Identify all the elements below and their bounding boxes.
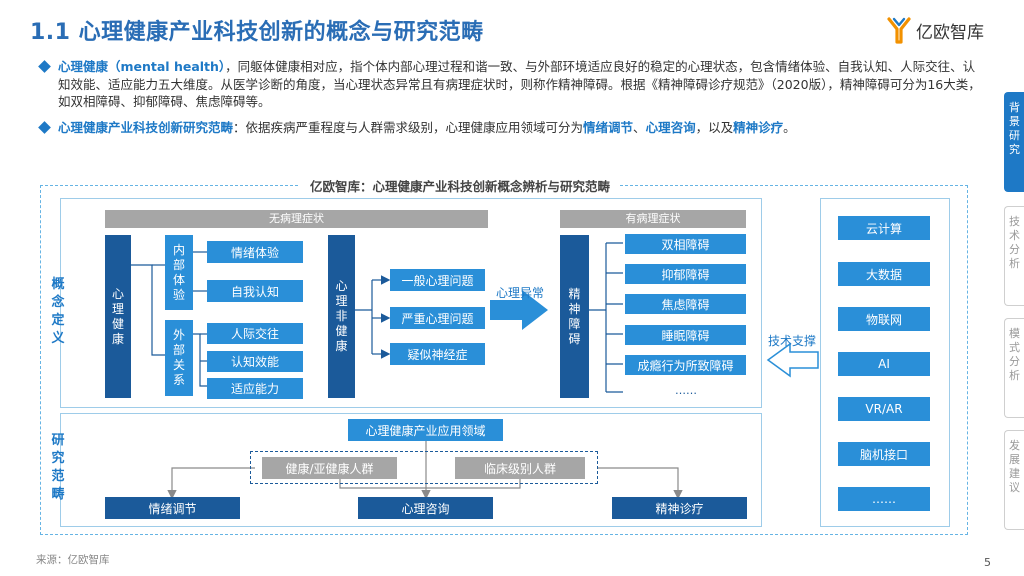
side-tab-technology[interactable]: 技术分析 (1004, 206, 1024, 306)
bullet-end: 。 (783, 119, 796, 135)
logo-text: 亿欧智库 (916, 22, 984, 43)
logo: 亿欧智库 (886, 14, 984, 46)
no-pathology-bar: 无病理症状 (105, 210, 488, 228)
yiou-logo-icon (886, 15, 912, 45)
internal-experience-box: 内部体验 (165, 235, 193, 310)
tech-support-label: 技术支撑 (768, 334, 817, 348)
bullet-highlight-emotion: 情绪调节 (583, 119, 634, 135)
tech-vr-ar: VR/AR (838, 397, 930, 421)
problem-general: 一般心理问题 (390, 269, 485, 291)
bullet-highlight: 心理健康产业科技创新研究范畴 (58, 119, 234, 135)
disorder-more: …… (675, 384, 697, 397)
bullet-highlight-counseling: 心理咨询 (645, 119, 696, 135)
problem-neurosis: 疑似神经症 (390, 343, 485, 365)
pathology-bar: 有病理症状 (560, 210, 746, 228)
side-tab-label: 技术分析 (1009, 215, 1020, 270)
tech-more: …… (838, 487, 930, 511)
side-tab-label: 模式分析 (1009, 327, 1020, 382)
bullet-text: ：依据疾病严重程度与人群需求级别，心理健康应用领域可分为 (233, 119, 584, 135)
external-relation-box: 外部关系 (165, 320, 193, 396)
bullet-sep: ，以及 (695, 119, 734, 135)
side-tab-suggestion[interactable]: 发展建议 (1004, 430, 1024, 530)
diamond-bullet-icon (38, 60, 51, 73)
app-counseling: 心理咨询 (358, 497, 493, 519)
disorder-box: 精神障碍 (560, 235, 589, 398)
non-health-box: 心理非健康 (328, 235, 355, 398)
dimension-cognitive-efficacy: 认知效能 (207, 351, 303, 372)
dimension-interpersonal: 人际交往 (207, 323, 303, 344)
diagram-title: 亿欧智库：心理健康产业科技创新概念辨析与研究范畴 (300, 176, 621, 195)
disorder-sleep: 睡眠障碍 (625, 325, 746, 345)
side-tab-label: 发展建议 (1009, 439, 1020, 494)
bullet-research-scope: 心理健康产业科技创新研究范畴：依据疾病严重程度与人群需求级别，心理健康应用领域可… (36, 119, 986, 137)
population-dashbox (250, 451, 598, 484)
disorder-addiction: 成瘾行为所致障碍 (625, 355, 746, 375)
disorder-depressive: 抑郁障碍 (625, 264, 746, 284)
tech-bci: 脑机接口 (838, 442, 930, 466)
dimension-adaptability: 适应能力 (207, 378, 303, 399)
tech-ai: AI (838, 352, 930, 376)
group-clinical: 临床级别人群 (455, 457, 585, 479)
bullet-mental-health: 心理健康（mental health），同躯体健康相对应，指个体内部心理过程和谐… (36, 58, 986, 111)
concept-label: 概念定义 (51, 277, 65, 346)
scope-label: 研究范畴 (51, 433, 65, 502)
tech-iot: 物联网 (838, 307, 930, 331)
side-tab-model[interactable]: 模式分析 (1004, 318, 1024, 418)
abnormal-label: 心理异常 (496, 286, 545, 300)
dimension-emotion: 情绪体验 (207, 241, 303, 263)
disorder-bipolar: 双相障碍 (625, 234, 746, 254)
tech-cloud: 云计算 (838, 216, 930, 240)
mental-health-box: 心理健康 (105, 235, 131, 398)
source-note: 来源：亿欧智库 (36, 554, 110, 566)
app-emotion-regulation: 情绪调节 (105, 497, 240, 519)
page-number: 5 (984, 556, 991, 569)
tech-bigdata: 大数据 (838, 262, 930, 286)
side-tab-background[interactable]: 背景研究 (1004, 92, 1024, 192)
page-title: 1.1 心理健康产业科技创新的概念与研究范畴 (30, 20, 484, 45)
bullet-text: ，同躯体健康相对应，指个体内部心理过程和谐一致、与外部环境适应良好的稳定的心理状… (58, 59, 981, 109)
disorder-anxiety: 焦虑障碍 (625, 294, 746, 314)
bullet-highlight-psychiatric: 精神诊疗 (733, 119, 784, 135)
dimension-self-cognition: 自我认知 (207, 280, 303, 302)
side-tab-label: 背景研究 (1009, 101, 1020, 156)
intro-bullets: 心理健康（mental health），同躯体健康相对应，指个体内部心理过程和谐… (36, 58, 986, 144)
diamond-bullet-icon (38, 120, 51, 134)
bullet-highlight: 心理健康（mental health） (58, 59, 226, 74)
group-healthy: 健康/亚健康人群 (262, 457, 397, 479)
problem-severe: 严重心理问题 (390, 307, 485, 329)
bullet-sep: 、 (633, 119, 646, 135)
app-psychiatric: 精神诊疗 (612, 497, 747, 519)
app-field-box: 心理健康产业应用领域 (348, 419, 503, 441)
